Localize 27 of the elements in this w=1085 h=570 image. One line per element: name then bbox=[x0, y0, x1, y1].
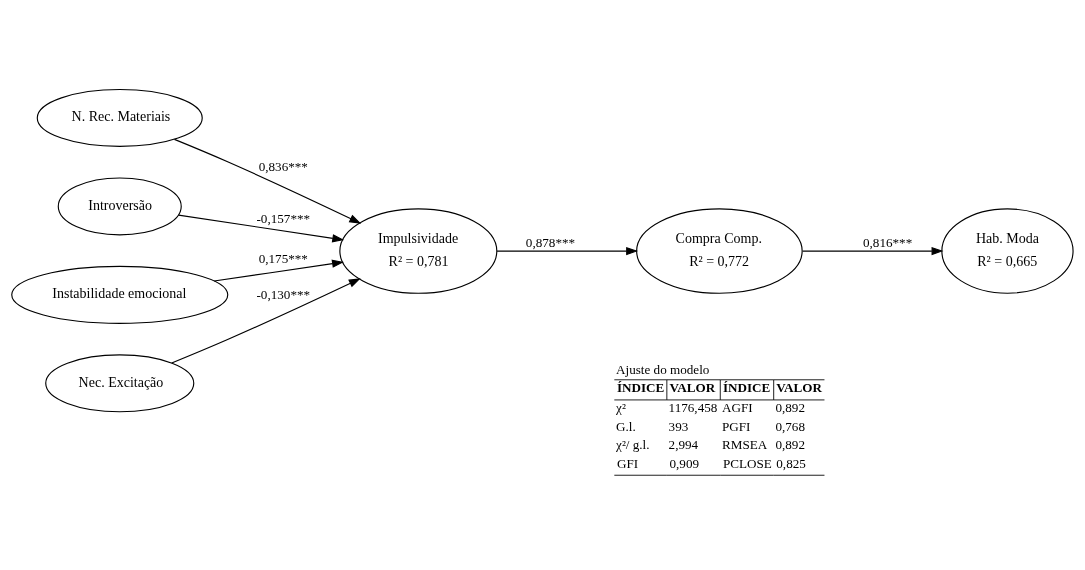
label: 0,825 bbox=[776, 456, 806, 472]
label: 2,994 bbox=[668, 436, 699, 452]
label: ÍNDICE bbox=[722, 380, 771, 396]
edge-label: 0,816*** bbox=[863, 234, 913, 250]
label: VALOR bbox=[776, 380, 823, 396]
label: χ² bbox=[616, 400, 626, 416]
label: 0,768 bbox=[775, 418, 805, 434]
label: 1176,458 bbox=[668, 400, 718, 416]
edge-label: 0,878*** bbox=[525, 234, 576, 250]
label: χ²/ g.l. bbox=[616, 436, 650, 452]
edge-label: 0,175*** bbox=[258, 251, 308, 267]
edge-label: -0,130*** bbox=[256, 287, 311, 303]
label: 393 bbox=[668, 418, 689, 434]
label: G.l. bbox=[616, 418, 636, 434]
label: 0,892 bbox=[775, 436, 805, 452]
label: VALOR bbox=[669, 380, 716, 396]
edge-label: -0,157*** bbox=[256, 211, 311, 227]
label: PCLOSE bbox=[722, 456, 772, 472]
label: ÍNDICE bbox=[616, 380, 665, 396]
label: PGFI bbox=[722, 418, 751, 434]
edge-label: 0,836*** bbox=[258, 159, 308, 175]
label: AGFI bbox=[722, 400, 753, 416]
label: RMSEA bbox=[722, 436, 768, 452]
label: 0,909 bbox=[669, 456, 700, 472]
label: Ajuste do modelo bbox=[616, 361, 710, 377]
label: 0,892 bbox=[775, 400, 805, 416]
label: GFI bbox=[616, 456, 639, 472]
